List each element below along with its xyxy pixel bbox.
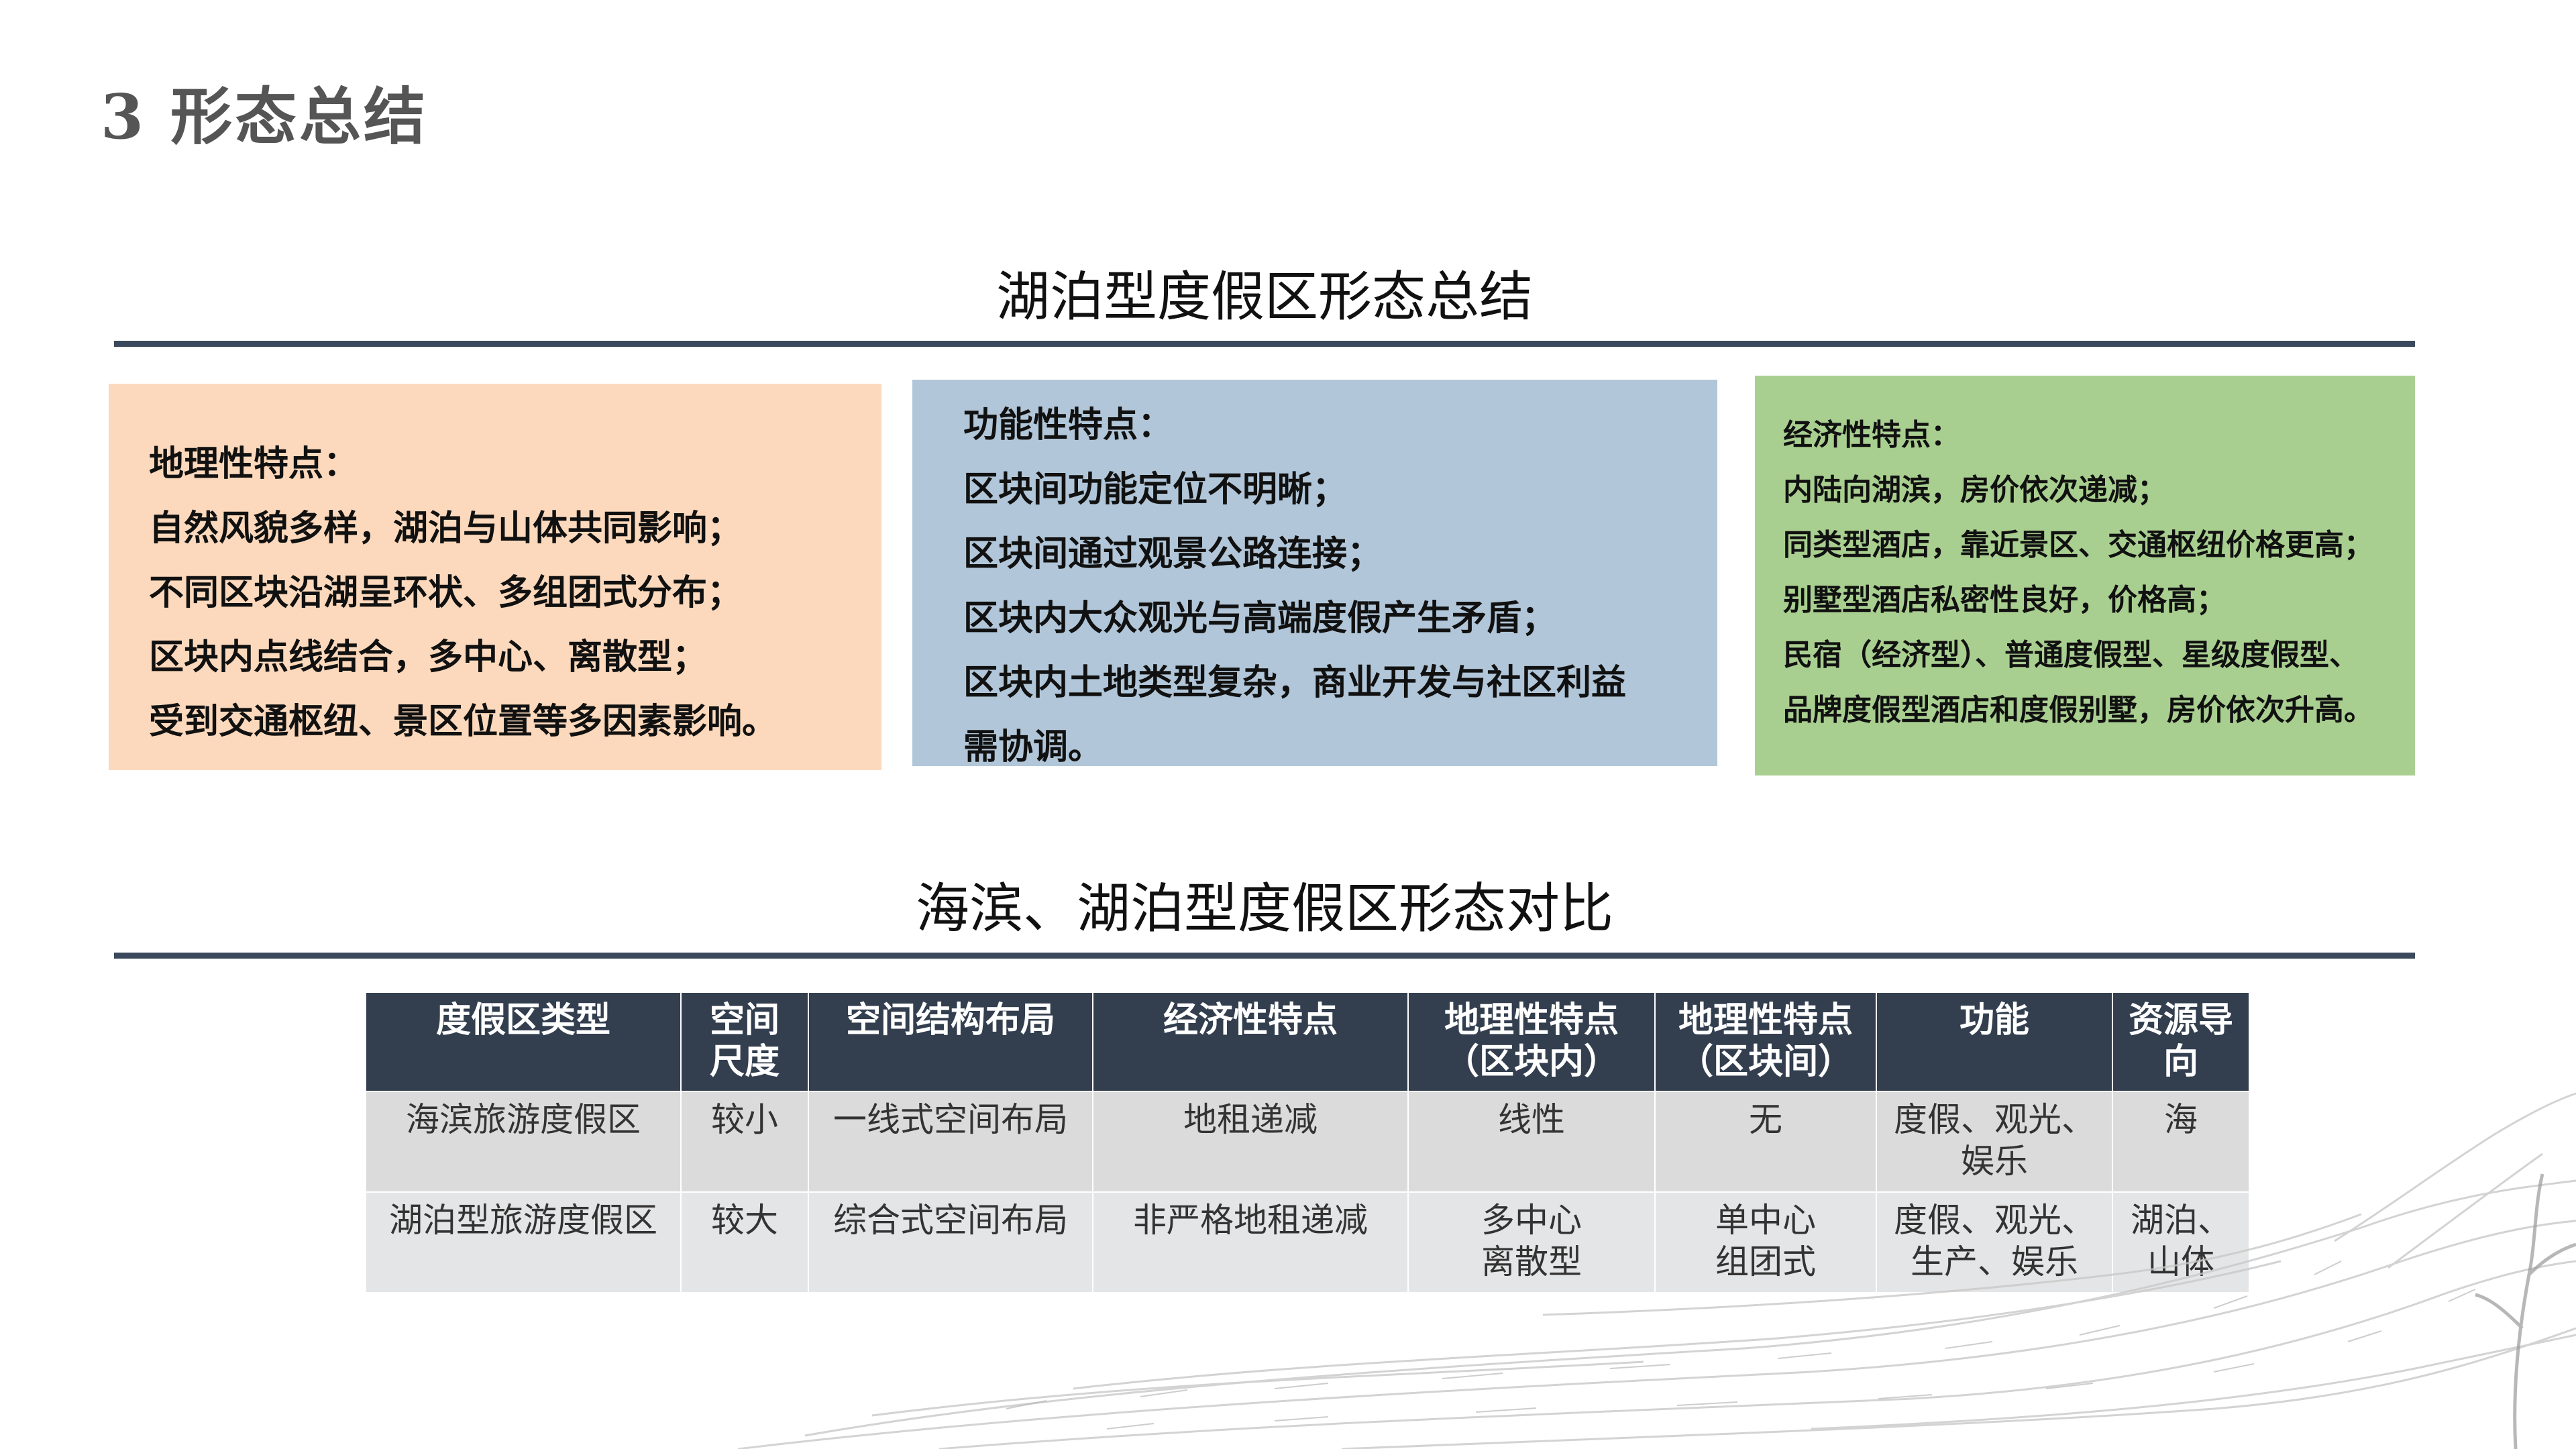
card-line: 不同区块沿湖呈环状、多组团式分布； — [149, 572, 743, 613]
section-heading-comparison: 海滨、湖泊型度假区形态对比 — [916, 877, 1613, 940]
table-cell: 多中心离散型 — [1407, 1191, 1656, 1293]
decorative-landscape-sketch — [737, 1092, 2576, 1449]
header-function: 功能 — [1876, 991, 2113, 1092]
card-line: 受到交通枢纽、景区位置等多因素影响。 — [149, 701, 777, 742]
comparison-table-wrapper: 度假区类型 空间尺度 空间结构布局 经济性特点 地理性特点（区块内） 地理性特点… — [365, 991, 2250, 1293]
card-line: 别墅型酒店私密性良好，价格高； — [1783, 583, 2226, 617]
table-cell: 较小 — [680, 1091, 809, 1193]
header-resource: 资源导向 — [2112, 991, 2250, 1092]
card-line: 品牌度假型酒店和度假别墅，房价依次升高。 — [1783, 693, 2373, 727]
card-title: 经济性特点： — [1783, 418, 1960, 452]
header-economic: 经济性特点 — [1092, 991, 1409, 1092]
header-resort-type: 度假区类型 — [365, 991, 682, 1092]
table-cell: 综合式空间布局 — [808, 1191, 1093, 1293]
table-cell: 度假、观光、娱乐 — [1876, 1091, 2113, 1193]
header-geo-within: 地理性特点（区块内） — [1407, 991, 1656, 1092]
comparison-table: 度假区类型 空间尺度 空间结构布局 经济性特点 地理性特点（区块内） 地理性特点… — [365, 991, 2250, 1293]
function-card: 功能性特点： 区块间功能定位不明晰； 区块间通过观景公路连接； 区块内大众观光与… — [912, 380, 1717, 766]
table-header-row: 度假区类型 空间尺度 空间结构布局 经济性特点 地理性特点（区块内） 地理性特点… — [365, 991, 2250, 1092]
table-cell: 单中心组团式 — [1654, 1191, 1877, 1293]
card-line: 区块间功能定位不明晰； — [963, 469, 1348, 510]
table-row: 海滨旅游度假区 较小 一线式空间布局 地租递减 线性 无 度假、观光、娱乐 海 — [365, 1091, 2250, 1193]
table-cell: 线性 — [1407, 1091, 1656, 1193]
table-cell: 海 — [2112, 1091, 2250, 1193]
table-cell: 海滨旅游度假区 — [365, 1091, 682, 1193]
card-line: 需协调。 — [963, 727, 1104, 766]
table-cell: 非严格地租递减 — [1092, 1191, 1409, 1293]
header-spatial-layout: 空间结构布局 — [808, 991, 1093, 1092]
page-title: 3 形态总结 — [101, 80, 429, 153]
section-divider-summary — [114, 341, 2415, 347]
economy-card: 经济性特点： 内陆向湖滨，房价依次递减； 同类型酒店，靠近景区、交通枢纽价格更高… — [1755, 376, 2415, 775]
table-cell: 较大 — [680, 1191, 809, 1293]
section-divider-comparison — [114, 953, 2415, 959]
table-cell: 无 — [1654, 1091, 1877, 1193]
table-cell: 一线式空间布局 — [808, 1091, 1093, 1193]
table-cell: 地租递减 — [1092, 1091, 1409, 1193]
card-title: 地理性特点： — [149, 443, 359, 484]
card-line: 区块内大众观光与高端度假产生矛盾； — [963, 598, 1557, 639]
card-line: 区块间通过观景公路连接； — [963, 533, 1383, 574]
card-title: 功能性特点： — [963, 405, 1173, 445]
table-cell: 湖泊型旅游度假区 — [365, 1191, 682, 1293]
card-line: 同类型酒店，靠近景区、交通枢纽价格更高； — [1783, 528, 2373, 562]
card-line: 自然风貌多样，湖泊与山体共同影响； — [149, 508, 743, 549]
card-line: 区块内土地类型复杂，商业开发与社区利益 — [963, 662, 1627, 703]
section-heading-summary: 湖泊型度假区形态总结 — [996, 266, 1533, 328]
card-line: 民宿（经济型）、普通度假型、星级度假型、 — [1783, 638, 2359, 672]
table-cell: 度假、观光、生产、娱乐 — [1876, 1191, 2113, 1293]
geography-card: 地理性特点： 自然风貌多样，湖泊与山体共同影响； 不同区块沿湖呈环状、多组团式分… — [109, 384, 881, 770]
header-geo-between: 地理性特点（区块间） — [1654, 991, 1877, 1092]
header-spatial-scale: 空间尺度 — [680, 991, 809, 1092]
table-row: 湖泊型旅游度假区 较大 综合式空间布局 非严格地租递减 多中心离散型 单中心组团… — [365, 1191, 2250, 1293]
card-line: 内陆向湖滨，房价依次递减； — [1783, 473, 2167, 507]
card-line: 区块内点线结合，多中心、离散型； — [149, 637, 708, 678]
table-cell: 湖泊、山体 — [2112, 1191, 2250, 1293]
